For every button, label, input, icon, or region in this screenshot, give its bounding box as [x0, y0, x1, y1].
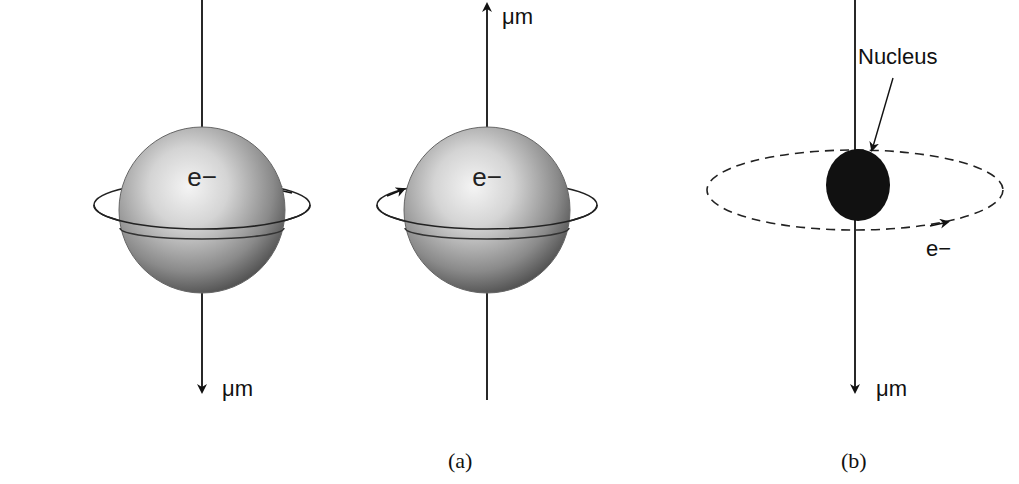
orbit-arrow [930, 222, 948, 226]
electron-label: e− [403, 162, 571, 193]
electron-sphere: e− [118, 126, 286, 294]
sphere-shape [403, 126, 571, 294]
electron-orbit [707, 150, 1003, 230]
panel-label: (b) [841, 448, 867, 474]
text-label: μm [222, 376, 253, 402]
text-label: e− [926, 236, 951, 262]
panel-label: (a) [448, 448, 472, 474]
nucleus [826, 149, 890, 221]
text-label: Nucleus [858, 44, 937, 70]
spin-arrow [387, 189, 404, 196]
text-label: μm [876, 376, 907, 402]
electron-sphere: e− [403, 126, 571, 294]
sphere-shape [118, 126, 286, 294]
electron-label: e− [118, 162, 286, 193]
leader-line [872, 78, 893, 150]
text-label: μm [502, 4, 533, 30]
